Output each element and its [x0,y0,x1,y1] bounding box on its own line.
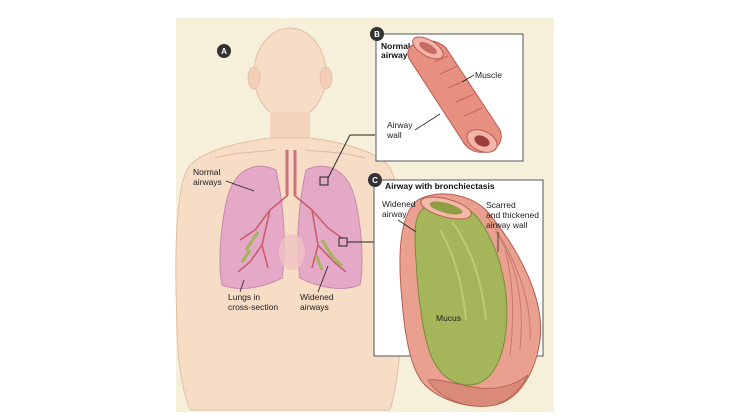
clavicle-left [214,149,276,159]
normal-airway-lumen-bottom [474,135,490,147]
panel-b-title-1: Normal [381,41,410,51]
bronchi-left [237,194,289,273]
badge-c-text: C [372,176,378,185]
leader-muscle [461,74,475,83]
label-widened-airway-2: airway [382,209,407,219]
label-normal-airways-1: Normal [193,167,221,177]
trachea [285,150,297,195]
wall-layer-lines [487,217,531,357]
label-mucus: Mucus [436,313,461,323]
label-widened-airways-2: airways [300,302,329,312]
label-scarred-1: Scarred [486,200,516,210]
leader-widened-airway [397,219,417,233]
mucus-highlight [439,221,487,321]
panel-b: B Normal airway Muscle Airway wall [370,27,524,162]
normal-airway-lumen-top [419,41,437,55]
label-scarred-2: and thickened [486,210,539,220]
panel-c: C Airway with bronchiectasis Widened air… [368,173,544,407]
leader-lungs [239,279,245,293]
panel-c-title: Airway with bronchiectasis [385,181,495,191]
heart [279,234,305,270]
panel-b-title-2: airway [381,50,408,60]
leader-airway-wall [414,113,441,131]
leader-widened-airways [317,265,329,293]
label-airway-wall-1: Airway [387,120,413,130]
zoom-box-normal [319,176,329,186]
badge-a-text: A [221,47,227,56]
lungs [219,150,363,290]
ear-right [319,66,333,90]
label-lungs-1: Lungs in [228,292,260,302]
widened-airway-lumen [429,201,463,215]
neck [270,112,310,140]
badge-b-text: B [374,30,380,39]
label-widened-airway-1: Widened [382,199,416,209]
badge-a [217,44,231,58]
clavicle-right [304,149,366,159]
mucus [414,202,508,386]
connector-to-b [327,134,375,179]
badge-c [368,173,382,187]
label-muscle: Muscle [475,70,502,80]
ear-left [247,66,261,90]
label-airway-wall-2: wall [386,130,402,140]
label-scarred-3: airway wall [486,220,528,230]
head [253,27,327,121]
label-lungs-2: cross-section [228,302,278,312]
badge-b [370,27,384,41]
label-widened-airways-1: Widened [300,292,334,302]
muscle-bands [433,55,483,117]
widened-airways-right [314,239,344,271]
widened-airways-left [240,231,260,263]
label-normal-airways-2: airways [193,177,222,187]
leader-normal-airways [225,180,255,192]
airway-cut-end [427,374,529,407]
